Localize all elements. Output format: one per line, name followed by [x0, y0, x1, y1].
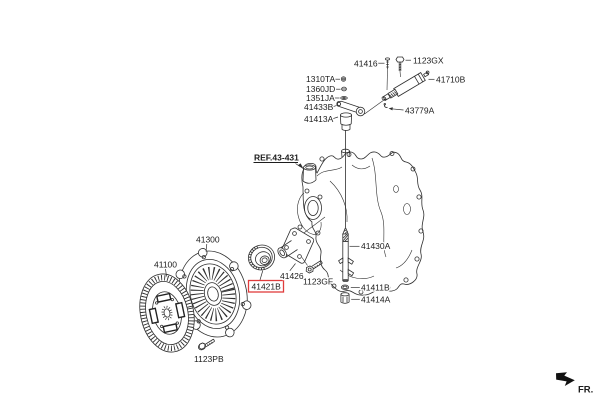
part-label-41433B[interactable]: 41433B — [303, 101, 335, 114]
lever-41433B — [336, 100, 366, 117]
part-label-1123GX[interactable]: 1123GX — [412, 54, 445, 67]
bolt-1123GF — [301, 257, 323, 274]
part-label-41710B[interactable]: 41710B — [435, 73, 467, 86]
part-label-41413A[interactable]: 41413A — [303, 113, 335, 126]
washer-1351JA — [340, 96, 348, 100]
pin-1310TA — [340, 76, 347, 82]
shaft-pin-left — [338, 257, 344, 265]
diaphragm-fingers — [190, 266, 236, 322]
shift-control-parts — [336, 76, 366, 227]
part-labels: 1310TA 1360JD 1351JA 41433B 41413A 41416… — [153, 54, 467, 366]
part-label-41100[interactable]: 41100 — [153, 258, 179, 271]
part-label-1123GF[interactable]: 1123GF — [302, 275, 335, 288]
part-label-41411B[interactable]: 41411B — [360, 281, 392, 294]
cap-41414A — [340, 292, 350, 304]
highlight-box-41421B — [247, 279, 285, 293]
release-bearing-41421B — [247, 244, 276, 271]
bearing-retainer-plate-41426 — [277, 227, 315, 264]
control-shaft-41430A — [338, 226, 355, 282]
transaxle-case-drawing — [283, 148, 425, 296]
spring-window — [174, 301, 186, 319]
rod-41416 — [384, 57, 390, 91]
arrowhead — [388, 107, 393, 111]
leader-lines — [165, 59, 435, 300]
case-input-bore — [297, 192, 322, 235]
part-label-1123PB[interactable]: 1123PB — [193, 353, 225, 366]
part-label-41430A[interactable]: 41430A — [360, 240, 392, 253]
release-cylinder-assembly — [364, 56, 430, 115]
bolt-1123GX — [395, 56, 405, 78]
spring-window — [155, 292, 172, 303]
part-label-43779A[interactable]: 43779A — [404, 104, 436, 117]
case-neck-boss — [302, 164, 317, 184]
spring-window — [148, 307, 160, 325]
clutch-disc-drawing — [139, 273, 195, 353]
ref-callout-label[interactable]: REF.43-431 — [253, 151, 301, 164]
part-label-1351JA[interactable]: 1351JA — [305, 92, 337, 105]
part-label-41416[interactable]: 41416 — [353, 57, 379, 70]
hub-splines — [161, 305, 173, 321]
clip-43779A — [383, 102, 388, 108]
nut-1360JD — [341, 86, 347, 92]
ref-arrowhead — [297, 163, 304, 170]
boot-41413A — [339, 112, 352, 131]
cylinder-41710B — [381, 70, 430, 101]
spring-window — [162, 323, 179, 334]
snap-ring-41411B — [340, 284, 349, 290]
shaft-pin-lower — [347, 268, 355, 277]
fr-arrow-icon — [556, 372, 575, 386]
shaft-pin-right — [347, 257, 354, 265]
bearing-hatch — [248, 245, 266, 270]
bolt-1123PB — [197, 338, 215, 351]
part-label-41421B-highlighted[interactable]: 41421B — [250, 280, 282, 293]
part-label-41426[interactable]: 41426 — [279, 270, 305, 283]
part-label-41414A[interactable]: 41414A — [360, 293, 392, 306]
fr-label: FR. — [578, 385, 593, 396]
part-label-1310TA[interactable]: 1310TA — [305, 73, 337, 86]
direction-indicator: FR. — [556, 372, 595, 397]
part-label-41300[interactable]: 41300 — [195, 233, 221, 246]
part-label-1360JD[interactable]: 1360JD — [305, 83, 337, 96]
